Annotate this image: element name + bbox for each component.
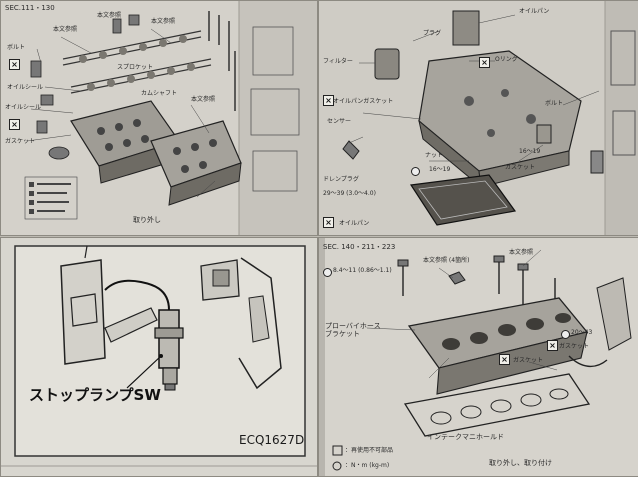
torque-marker: [411, 167, 420, 176]
figure-caption: 取り外し、取り付け: [489, 459, 552, 467]
non-reusable-marker: ×: [499, 354, 510, 365]
part-label: オイルパン: [339, 220, 370, 227]
non-reusable-marker: ×: [9, 59, 20, 70]
figure-code: ECQ1627D: [239, 433, 305, 447]
figure-caption: 取り外し: [133, 216, 161, 224]
part-label: ナット: [425, 152, 444, 159]
torque-spec: 8.4〜11 (0.86〜1.1): [333, 267, 392, 274]
non-reusable-marker: ×: [9, 119, 20, 130]
part-label: センサー: [327, 118, 352, 125]
legend-non-reusable: ：再使用不可部品: [345, 447, 394, 454]
part-label: フィルター: [323, 58, 353, 65]
non-reusable-marker: ×: [323, 217, 334, 228]
stop-lamp-switch-illustration: [1, 245, 317, 467]
part-label: ボルト: [545, 100, 564, 107]
part-label: 本文参照: [509, 249, 534, 256]
part-label: ドレンプラグ: [323, 176, 359, 183]
stop-lamp-switch-label: ストップランプSW: [29, 386, 161, 404]
torque-spec: 16〜19: [429, 166, 451, 173]
non-reusable-marker: ×: [323, 95, 334, 106]
panel-stop-lamp-switch-diagram: ストップランプSW ECQ1627D: [0, 237, 318, 477]
oil-pan-illustration: [342, 1, 638, 235]
part-label: オイルパンガスケット: [333, 98, 394, 105]
part-label: 本文参照: [151, 18, 176, 25]
part-label: ガスケット: [505, 164, 536, 171]
section-reference: SEC.111・130: [5, 4, 55, 12]
torque-spec: 16〜19: [519, 148, 541, 155]
torque-marker: [561, 330, 570, 339]
part-label: スプロケット: [117, 64, 154, 71]
torque-spec: 29〜39 (3.0〜4.0): [323, 190, 376, 197]
panel-cylinder-head-diagram: SEC.111・130 本文参照 本文参照 本文参照 本文参照 ボルト オイルシ…: [0, 0, 318, 236]
part-label: オイルシール: [7, 84, 44, 91]
non-reusable-marker: ×: [479, 57, 490, 68]
part-label: ガスケット: [559, 343, 590, 350]
part-label: 本文参照: [53, 26, 78, 33]
part-label: プローバイホースブラケット: [325, 322, 381, 339]
part-label: Oリング: [495, 56, 518, 63]
part-label: ガスケット: [5, 138, 36, 145]
torque-marker: [323, 268, 332, 277]
part-label: オイルシール: [5, 104, 42, 111]
cylinder-head-illustration: [24, 1, 317, 235]
part-label: カムシャフト: [141, 90, 178, 97]
part-label: 本文参照: [97, 12, 122, 19]
part-label: ガスケット: [513, 357, 544, 364]
panel-intake-manifold-diagram: SEC. 140・211・223 本文参照 (4箇所) 本文参照 プローバイホー…: [318, 237, 638, 477]
part-label: オイルパン: [519, 8, 550, 15]
part-label: ボルト: [7, 44, 26, 51]
legend-torque-unit: ：N・m (kg-m): [345, 462, 390, 469]
part-label: プラグ: [423, 30, 442, 37]
non-reusable-marker: ×: [547, 340, 558, 351]
torque-spec: 20〜43: [571, 329, 593, 336]
panel-oil-pan-diagram: オイルパン プラグ Oリング フィルター オイルパンガスケット ナット ガスケッ…: [318, 0, 638, 236]
part-label: インテークマニホールド: [427, 433, 504, 441]
part-label: 本文参照 (4箇所): [423, 257, 470, 264]
part-label: 本文参照: [191, 96, 216, 103]
section-reference: SEC. 140・211・223: [323, 243, 396, 251]
